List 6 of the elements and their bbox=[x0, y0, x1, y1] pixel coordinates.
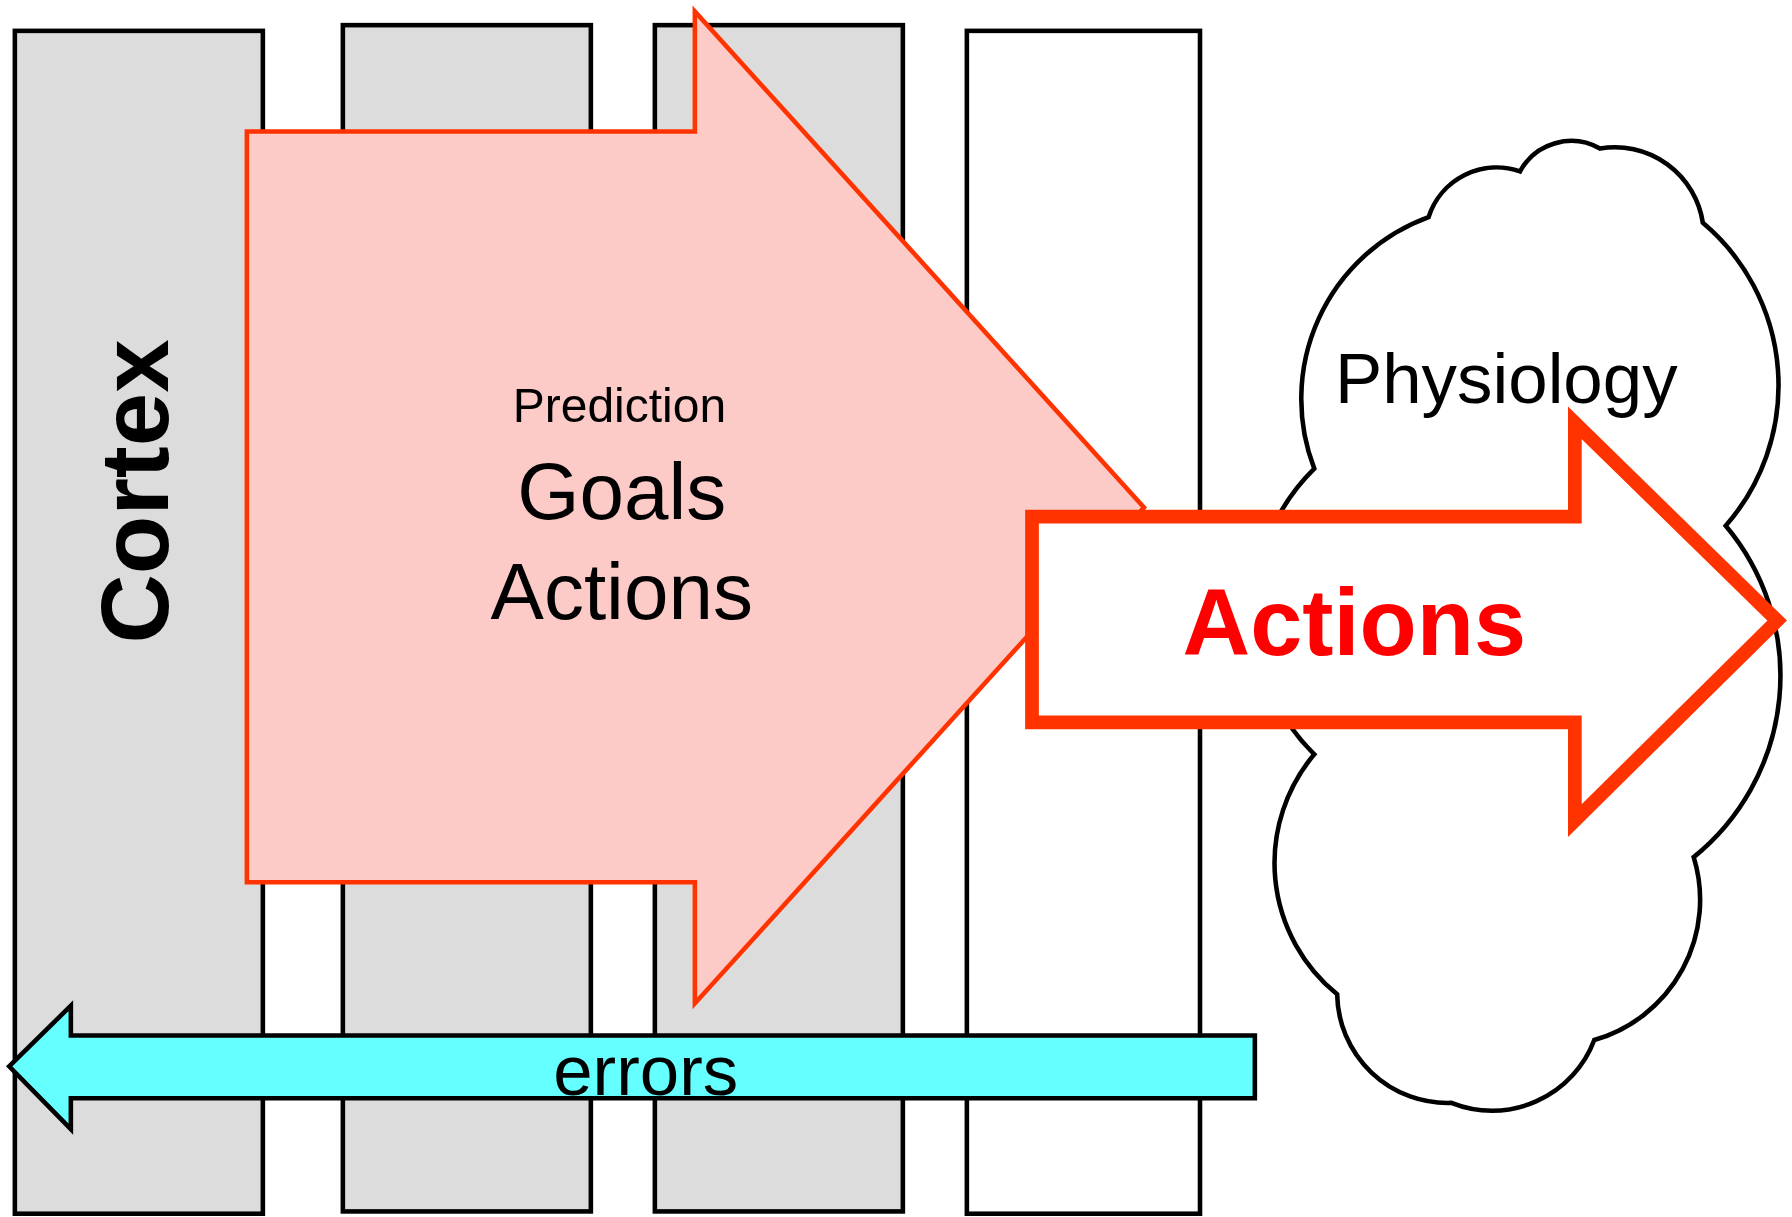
arrow-label: Actions bbox=[490, 552, 753, 632]
layer-label: Cortex bbox=[86, 339, 183, 644]
arrow-label: Prediction bbox=[512, 381, 727, 430]
arrow-label: Goals bbox=[517, 451, 727, 532]
arrow-label: Actions bbox=[1182, 576, 1527, 670]
arrow-label: errors bbox=[553, 1035, 739, 1107]
